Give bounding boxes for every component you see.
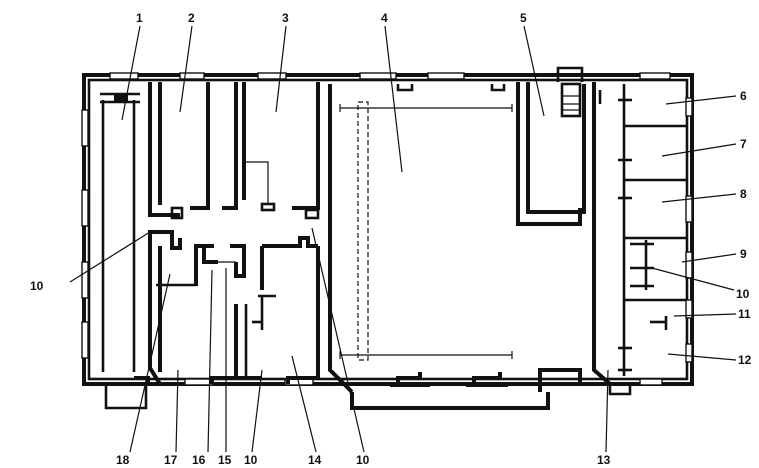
hall-4 xyxy=(328,84,582,410)
label-10-left: 10 xyxy=(30,279,44,293)
label-11: 11 xyxy=(738,307,751,321)
label-1: 1 xyxy=(136,11,143,25)
label-14: 14 xyxy=(308,453,322,467)
label-10-right: 10 xyxy=(736,287,750,301)
label-6: 6 xyxy=(740,89,747,103)
label-18: 18 xyxy=(116,453,130,467)
label-15: 15 xyxy=(218,453,232,467)
label-2: 2 xyxy=(188,11,195,25)
room-3 xyxy=(222,82,320,220)
label-10-bottom-right: 10 xyxy=(356,453,370,467)
room-labels: 1 2 3 4 5 6 7 8 9 10 11 12 13 14 10 10 1… xyxy=(30,11,752,467)
right-wing xyxy=(592,82,686,396)
label-8: 8 xyxy=(740,187,747,201)
outer-walls xyxy=(82,73,694,386)
label-13: 13 xyxy=(597,453,611,467)
lower-left-rooms xyxy=(134,230,320,386)
label-9: 9 xyxy=(740,247,747,261)
label-10-bottom-mid: 10 xyxy=(244,453,258,467)
room-2 xyxy=(148,82,210,220)
room-1-corridor xyxy=(100,92,148,410)
label-3: 3 xyxy=(282,11,289,25)
leader-lines xyxy=(69,25,737,453)
label-4: 4 xyxy=(381,11,388,25)
label-7: 7 xyxy=(740,137,747,151)
label-12: 12 xyxy=(738,353,752,367)
windows xyxy=(81,72,693,386)
label-17: 17 xyxy=(164,453,178,467)
label-16: 16 xyxy=(192,453,206,467)
label-5: 5 xyxy=(520,11,527,25)
room-5-stairs xyxy=(516,66,586,226)
